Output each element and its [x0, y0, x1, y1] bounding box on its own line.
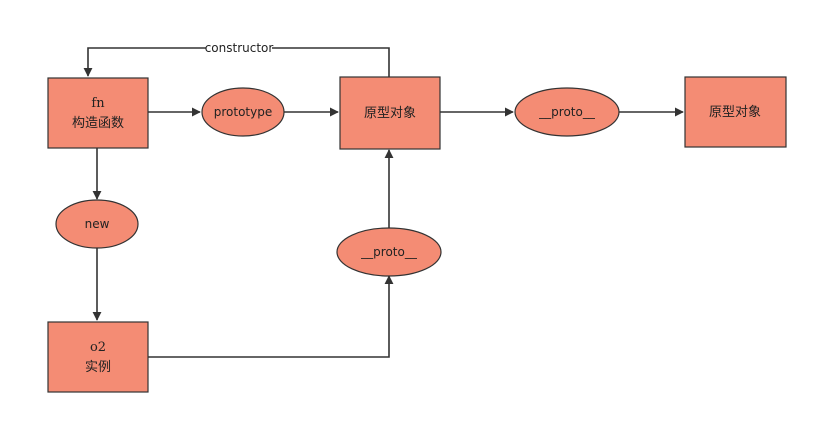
prototype-object-label: 原型对象 [364, 106, 416, 121]
o2-node-line1: o2 [90, 340, 106, 355]
proto-ellipse-mid-node: __proto__ [336, 227, 442, 277]
prototype-ellipse-node: prototype [201, 87, 285, 137]
constructor-label-bg [206, 40, 272, 55]
o2-to-proto-edge [148, 275, 394, 358]
o2-instance-node: o2 实例 [47, 321, 149, 393]
prototype-object-node: 原型对象 [339, 76, 441, 150]
constructor-label: constructor [205, 41, 274, 55]
fn-constructor-node: fn 构造函数 [47, 77, 149, 149]
proto-ellipse-mid-label: __proto__ [360, 245, 418, 259]
prototype-object-2-label: 原型对象 [709, 105, 761, 120]
fn-node-line1: fn [91, 96, 105, 111]
prototype-ellipse-label: prototype [214, 105, 272, 119]
proto-ellipse-right-node: __proto__ [514, 87, 620, 137]
proto-ellipse-right-label: __proto__ [538, 105, 596, 119]
new-ellipse-node: new [55, 199, 139, 249]
new-ellipse-label: new [85, 217, 110, 231]
prototype-object-2-node: 原型对象 [684, 76, 787, 148]
o2-node-line2: 实例 [85, 360, 111, 375]
fn-node-line2: 构造函数 [72, 116, 124, 131]
